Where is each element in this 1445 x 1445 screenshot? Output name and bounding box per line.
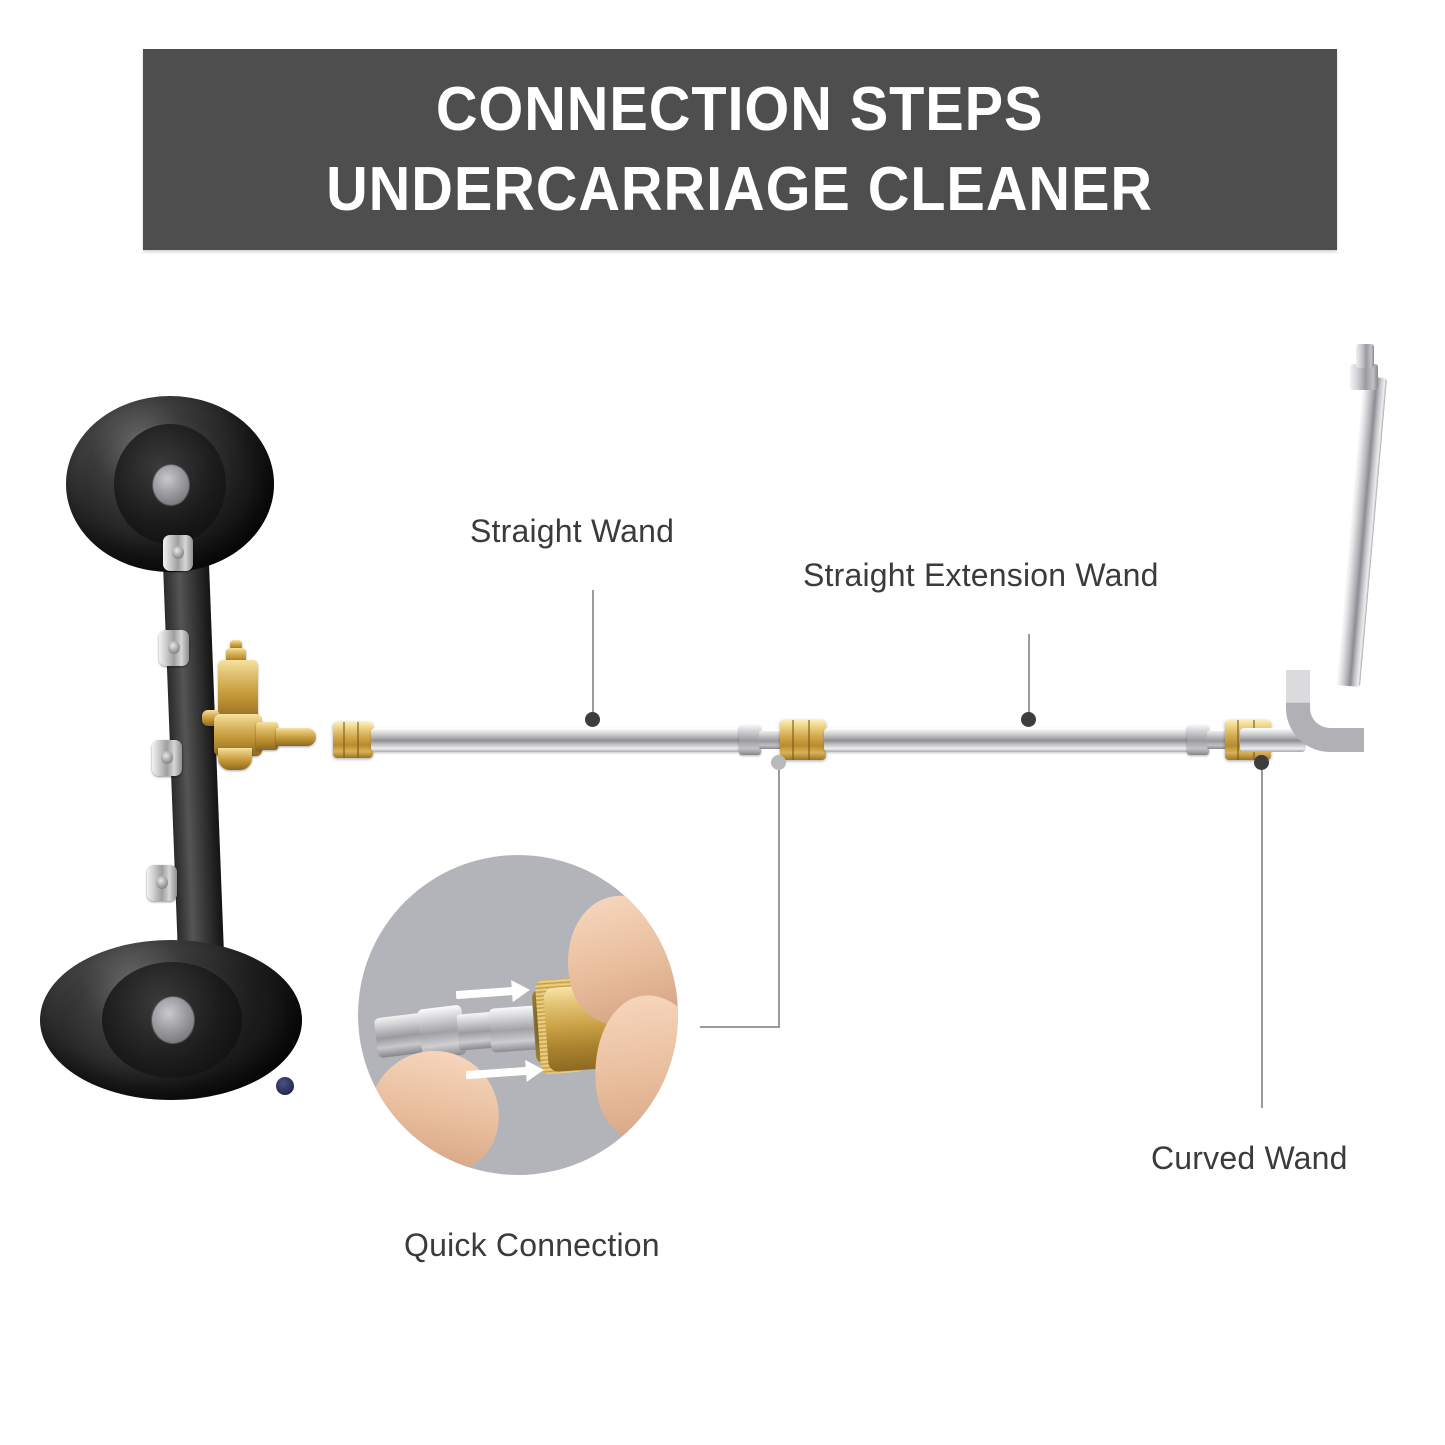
straight-wand-plug bbox=[759, 731, 783, 749]
banner-title-line-1: CONNECTION STEPS bbox=[436, 75, 1044, 145]
valve-cap bbox=[230, 640, 242, 650]
nozzle-fitting-4 bbox=[147, 865, 177, 901]
leader-line-straight-wand bbox=[592, 590, 594, 718]
brass-coupler-inlet bbox=[333, 722, 373, 758]
curved-wand-vertical-leg bbox=[1336, 376, 1387, 688]
header-banner: CONNECTION STEPS UNDERCARRIAGE CLEANER bbox=[143, 49, 1337, 250]
wheel-bottom-hub bbox=[151, 996, 294, 1095]
hand-thumb bbox=[358, 1038, 512, 1175]
leader-dot-curved-wand bbox=[1254, 755, 1269, 770]
leader-line-curved-wand bbox=[1261, 768, 1263, 1108]
leader-dot-quick-connection bbox=[771, 755, 786, 770]
wheel-top-hub bbox=[152, 464, 190, 506]
insert-arrow-top-icon bbox=[455, 986, 515, 1000]
wand-assembly bbox=[325, 700, 1285, 780]
valve-body bbox=[218, 660, 258, 722]
straight-extension-wand-tube bbox=[824, 728, 1204, 752]
nozzle-fitting-1 bbox=[163, 535, 193, 571]
leader-dot-extension-wand bbox=[1021, 712, 1036, 727]
leader-line-quick-connection-vertical bbox=[778, 768, 780, 1028]
curved-wand-tip-nut bbox=[1350, 364, 1378, 390]
curved-wand-tip-plug bbox=[1356, 344, 1374, 368]
quick-connection-detail-inset bbox=[358, 855, 678, 1175]
leader-line-extension-wand bbox=[1028, 634, 1030, 718]
curved-wand-tube bbox=[1240, 340, 1400, 752]
leader-dot-straight-wand bbox=[585, 712, 600, 727]
label-curved-wand: Curved Wand bbox=[1151, 1140, 1348, 1176]
undercarriage-cleaner-assembly bbox=[30, 380, 360, 1120]
curved-wand-elbow-highlight bbox=[1286, 670, 1364, 703]
valve-nut bbox=[256, 722, 278, 750]
label-straight-wand: Straight Wand bbox=[470, 513, 675, 549]
straight-wand-nut bbox=[739, 725, 761, 755]
extension-wand-nut bbox=[1187, 725, 1209, 755]
wheel-bottom bbox=[40, 940, 302, 1100]
valve-outlet-nipple bbox=[276, 728, 316, 746]
banner-title-line-2: UNDERCARRIAGE CLEANER bbox=[326, 154, 1154, 224]
brass-valve bbox=[200, 640, 330, 778]
wheel-bottom-hub-core bbox=[276, 1077, 294, 1095]
valve-knob bbox=[218, 748, 252, 770]
straight-wand-tube bbox=[371, 728, 741, 752]
label-quick-connection: Quick Connection bbox=[404, 1227, 660, 1263]
brass-coupler-middle bbox=[780, 720, 826, 760]
extension-wand-plug bbox=[1207, 731, 1229, 749]
nozzle-fitting-3 bbox=[152, 740, 182, 776]
leader-line-quick-connection-horizontal bbox=[700, 1026, 780, 1028]
nozzle-fitting-2 bbox=[159, 630, 189, 666]
label-straight-extension-wand: Straight Extension Wand bbox=[803, 557, 1159, 593]
